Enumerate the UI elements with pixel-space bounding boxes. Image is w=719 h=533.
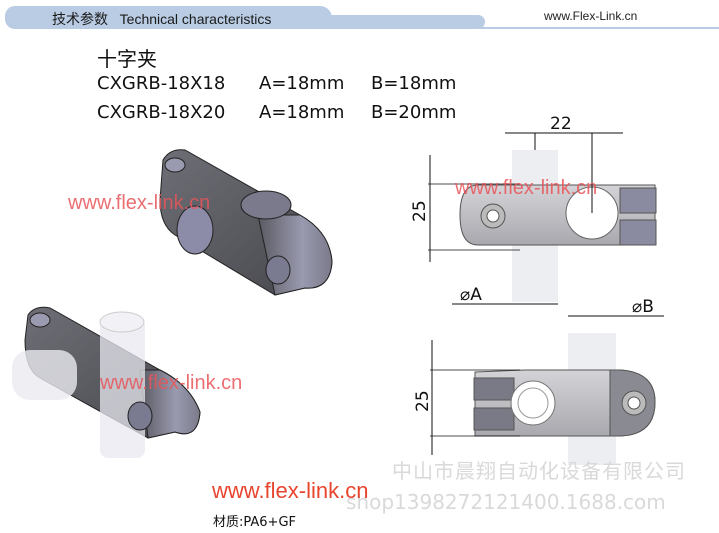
spec-dim-a: A=18mm <box>259 73 345 94</box>
spec-dim-b: B=20mm <box>371 102 457 123</box>
spec-dim-a: A=18mm <box>259 102 345 123</box>
iso-clamp-1 <box>159 149 333 296</box>
watermark-company: 中山市晨翔自动化设备有限公司 <box>392 459 686 483</box>
iso-clamp-2 <box>12 306 201 458</box>
header-title: 技术参数 Technical characteristics <box>52 9 271 29</box>
watermark-flexlink: www.flex-link.cn <box>455 177 598 199</box>
watermark-flexlink: www.flex-link.cn <box>68 192 211 214</box>
product-name: 十字夹 <box>97 47 157 71</box>
spec-model: CXGRB-18X18 <box>97 73 226 94</box>
spec-row: CXGRB-18X20 A=18mm B=20mm <box>97 102 456 123</box>
watermark-flexlink: www.flex-link.cn <box>100 372 243 394</box>
dim-dia-a: ⌀A <box>460 285 482 305</box>
spec-row: CXGRB-18X18 A=18mm B=18mm <box>97 73 456 94</box>
dim-height-25-top: 25 <box>410 200 430 222</box>
drawing-side-view: 25 <box>413 333 656 465</box>
dim-dia-b: ⌀B <box>632 297 654 317</box>
drawing-top-view: 22 25 ⌀A ⌀B <box>410 114 664 317</box>
watermark-shop-url: shop1398272121400.1688.com <box>346 490 666 514</box>
header-tab-bar <box>5 6 332 29</box>
header-rule <box>480 27 719 29</box>
spec-dim-b: B=18mm <box>371 73 457 94</box>
header-title-cn: 技术参数 <box>52 11 108 27</box>
dim-height-25-side: 25 <box>413 390 433 412</box>
header-title-en: Technical characteristics <box>119 11 272 27</box>
site-link[interactable]: www.flex-link.cn <box>212 478 369 503</box>
header-site-url[interactable]: www.Flex-Link.cn <box>544 9 638 23</box>
dim-width-22: 22 <box>550 114 572 134</box>
header-bar-extension <box>320 15 485 29</box>
spec-model: CXGRB-18X20 <box>97 102 226 123</box>
material-label: 材质:PA6+GF <box>213 515 296 530</box>
